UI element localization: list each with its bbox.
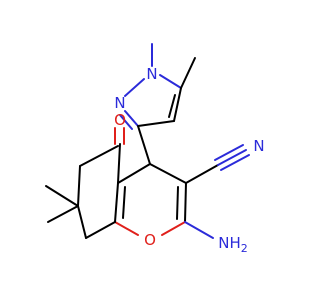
bond-c8a-c4a xyxy=(114,182,119,223)
amino-subscript: 2 xyxy=(241,242,248,255)
bond-c3-n2-double xyxy=(119,114,133,130)
atom-carbonyl-o: O xyxy=(114,111,126,129)
bond-c3-n2 xyxy=(124,110,139,127)
bond-c7-methyl-a xyxy=(45,185,79,207)
bond-cn-triple-a xyxy=(217,149,247,166)
bond-c3-c4pyran xyxy=(137,125,151,165)
bond-c3-cn xyxy=(185,164,219,184)
bond-c5-methyl xyxy=(180,57,196,89)
bond-c4a-c5 xyxy=(117,143,121,184)
bond-c4-c3 xyxy=(137,120,175,127)
bond-c2-nh2 xyxy=(184,221,214,239)
bond-c8-c8a xyxy=(85,221,116,239)
bond-c4-c3pyran xyxy=(149,163,187,184)
atom-n-ring: N xyxy=(114,94,125,112)
atom-amino-nh2: NH2 xyxy=(218,234,248,255)
bond-c3-c2pyran xyxy=(184,182,187,223)
molecule-structure-diagram: N N N O O NH2 xyxy=(45,43,265,255)
pyrazole-ring xyxy=(119,74,182,130)
bond-c5-c6 xyxy=(79,145,119,167)
amino-nh-text: NH xyxy=(218,234,241,252)
bond-n1-c5 xyxy=(159,74,182,89)
atom-n-methyl: N xyxy=(146,65,157,83)
bond-c5-c4 xyxy=(173,87,182,122)
bond-n2-n1 xyxy=(124,78,145,97)
bond-cn-triple-c xyxy=(220,154,250,171)
bond-c6-c7 xyxy=(77,165,81,207)
bond-c8a-c4a-double xyxy=(122,186,126,219)
bond-c7-c8 xyxy=(77,205,87,239)
bond-o1-c8a xyxy=(114,221,139,236)
atom-ring-o: O xyxy=(144,231,156,249)
bond-c4a-c4 xyxy=(117,163,151,184)
atom-nitrile-n: N xyxy=(253,137,264,155)
bond-c5-c4-double xyxy=(168,94,176,118)
bond-cn-triple-b xyxy=(214,144,244,161)
bond-c7-methyl-b xyxy=(47,205,79,223)
bond-c3-c2pyran-double xyxy=(176,186,179,220)
bond-c2-o1 xyxy=(161,221,186,236)
